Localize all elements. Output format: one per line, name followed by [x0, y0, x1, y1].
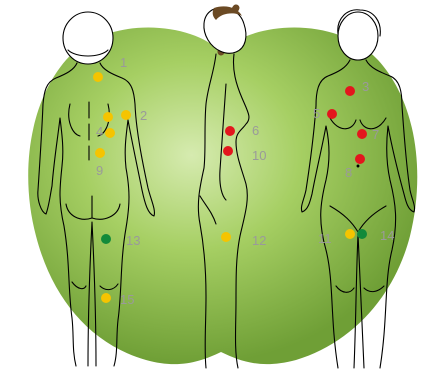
marker-label-2: 2: [140, 108, 147, 123]
marker-label-15: 15: [120, 292, 134, 307]
front-navel: [357, 165, 359, 167]
marker-dot-2a: [103, 112, 113, 122]
marker-dot-9: [95, 148, 105, 158]
marker-label-8: 8: [345, 165, 352, 180]
marker-dot-6: [225, 126, 235, 136]
marker-dot-10: [223, 146, 233, 156]
marker-dot-5: [327, 109, 337, 119]
marker-dot-8: [355, 154, 365, 164]
marker-label-1: 1: [120, 55, 127, 70]
front-head: [338, 12, 378, 60]
marker-label-12: 12: [252, 233, 266, 248]
marker-label-7: 7: [372, 127, 379, 142]
marker-label-13: 13: [126, 233, 140, 248]
marker-dot-14: [357, 229, 367, 239]
marker-label-11: 11: [318, 231, 332, 246]
marker-label-10: 10: [252, 148, 266, 163]
marker-dot-11: [345, 229, 355, 239]
marker-dot-12: [221, 232, 231, 242]
marker-dot-1: [93, 72, 103, 82]
marker-label-4: 4: [96, 124, 103, 139]
marker-dot-15: [101, 293, 111, 303]
marker-label-9: 9: [96, 163, 103, 178]
marker-dot-3: [345, 86, 355, 96]
marker-dot-13: [101, 234, 111, 244]
marker-dot-4: [105, 128, 115, 138]
marker-label-6: 6: [252, 123, 259, 138]
marker-dot-2b: [121, 110, 131, 120]
marker-label-3: 3: [362, 79, 369, 94]
marker-dot-7: [357, 129, 367, 139]
marker-label-5: 5: [313, 106, 320, 121]
marker-label-14: 14: [380, 228, 394, 243]
